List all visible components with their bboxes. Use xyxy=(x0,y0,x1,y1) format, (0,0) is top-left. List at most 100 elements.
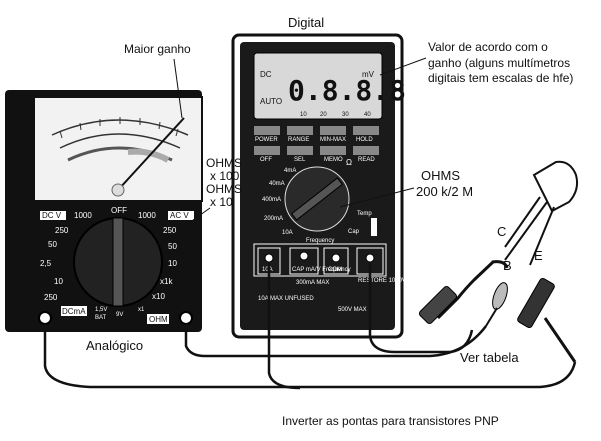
dial-40ma: 40mA xyxy=(269,181,285,187)
wire-analog-plus xyxy=(184,324,487,358)
read-button-label: READ xyxy=(358,157,375,163)
dial-left-5: 250 xyxy=(44,293,58,302)
lcd-dc: DC xyxy=(260,70,272,79)
dial-ohm: Ω xyxy=(346,158,352,167)
dial-cap: Cap xyxy=(348,229,360,235)
dial-right-5: x10 xyxy=(152,292,165,301)
analog-plus-jack[interactable] xyxy=(179,311,193,325)
ohms-analog-line1: OHMS xyxy=(206,156,242,170)
dcv-label: DC V xyxy=(42,211,62,220)
ohms-digital-leader xyxy=(339,187,415,208)
jack-note-500v: 500V MAX xyxy=(338,307,367,313)
power-button[interactable] xyxy=(254,126,280,135)
wire-digital-v xyxy=(368,262,474,354)
dial-temp: Temp xyxy=(357,211,372,217)
ohms-analog-line2: x 100 xyxy=(210,169,240,183)
jack-com[interactable] xyxy=(331,253,341,263)
dial-bottom-2: x1 xyxy=(138,307,145,313)
analog-knob-pointer xyxy=(112,217,124,307)
jack-cap-label: CAP mA/V Frequency xyxy=(292,267,351,273)
analog-minus-jack[interactable] xyxy=(38,311,52,325)
jack-com-label: COM xyxy=(328,267,342,273)
ohms-analog-line3: OHMS xyxy=(206,182,242,196)
jack-10a[interactable] xyxy=(264,253,274,263)
analog-needle xyxy=(117,117,185,191)
sel-button[interactable] xyxy=(287,146,313,155)
dial-right-3: 10 xyxy=(168,259,177,268)
valor-label-line2: ganho (alguns multímetros xyxy=(428,56,570,70)
dial-left-4: 10 xyxy=(54,277,63,286)
transistor xyxy=(504,160,579,266)
jack-note-10a: 10A MAX UNFUSED xyxy=(258,296,314,302)
pin-c-label: C xyxy=(497,224,506,239)
dial-left-2: 50 xyxy=(48,240,57,249)
digital-title: Digital xyxy=(288,15,324,30)
jack-note-restore: RESTORE 1000V DC xyxy=(358,278,417,284)
ohm-label: OHM xyxy=(149,315,168,324)
read-button[interactable] xyxy=(353,146,379,155)
lcd-scale-2: 30 xyxy=(342,112,349,118)
pin-e-label: E xyxy=(534,248,543,263)
digital-multimeter: DC AUTO mV 0.8.8.8 10 20 30 40 POWER RAN… xyxy=(231,33,417,339)
hold-button-label: HOLD xyxy=(356,137,373,143)
valor-leader xyxy=(379,57,427,76)
dial-left-1: 250 xyxy=(55,226,69,235)
dial-400ma: 400mA xyxy=(262,197,281,203)
off-label: OFF xyxy=(111,206,127,215)
fuse-indicator xyxy=(371,218,377,236)
jack-10a-label: 10A xyxy=(262,267,273,273)
dcma-label: DCmA xyxy=(62,307,86,316)
dial-10a: 10A xyxy=(282,230,293,236)
power-button-label: POWER xyxy=(255,137,278,143)
probe-lead-red[interactable] xyxy=(517,277,577,363)
inverter-label: Inverter as pontas para transistores PNP xyxy=(282,414,499,428)
lcd-auto: AUTO xyxy=(260,97,282,106)
valor-label-line1: Valor de acordo com o xyxy=(428,40,548,54)
off-button-label: OFF xyxy=(260,157,272,163)
transistor-body xyxy=(532,160,579,213)
wire-analog-minus xyxy=(43,324,577,389)
analog-multimeter: DC V AC V OFF 1000 250 50 2,5 10 250 100… xyxy=(5,90,203,332)
lcd-unit: mV xyxy=(362,70,375,79)
dial-right-0: 1000 xyxy=(138,211,156,220)
hold-button[interactable] xyxy=(353,126,379,135)
digital-dial-pointer xyxy=(290,177,344,221)
plus-terminal-label: + xyxy=(182,294,190,309)
minus-terminal-label: - xyxy=(42,294,46,309)
ohms-digital-line1: OHMS xyxy=(421,168,460,183)
jack-v-ohm[interactable] xyxy=(365,253,375,263)
dial-left-0: 1000 xyxy=(74,211,92,220)
lcd-display xyxy=(253,52,383,120)
ohms-analog-line4: x 10 xyxy=(210,195,233,209)
jack-note-300ma: 300mA MAX xyxy=(296,280,329,286)
ohms-digital-line2: 200 k/2 M xyxy=(416,184,473,199)
range-button-label: RANGE xyxy=(288,137,309,143)
dial-left-3: 2,5 xyxy=(40,259,52,268)
dial-bottom-1: 9V xyxy=(116,312,123,318)
sel-button-label: SEL xyxy=(294,157,306,163)
min-max-button-label: MIN-MAX xyxy=(320,137,346,143)
lcd-scale-1: 20 xyxy=(320,112,327,118)
wire-digital-com xyxy=(267,262,301,390)
min-max-button[interactable] xyxy=(320,126,346,135)
acv-label: AC V xyxy=(170,211,189,220)
off-button[interactable] xyxy=(254,146,280,155)
dial-200ma: 200mA xyxy=(264,216,283,222)
maior-ganho-leader xyxy=(173,58,183,119)
valor-label-line3: digitais tem escalas de hfe) xyxy=(428,71,573,85)
dial-bottom-0: 1,5V xyxy=(95,307,107,313)
probe-lead-black[interactable] xyxy=(418,260,509,325)
memo-button[interactable] xyxy=(320,146,346,155)
jack-cap-ma-v[interactable] xyxy=(299,251,309,261)
lcd-scale-0: 10 xyxy=(300,112,307,118)
dial-right-4: x1k xyxy=(160,277,173,286)
probe-lead-clip[interactable] xyxy=(485,281,510,327)
maior-ganho-label: Maior ganho xyxy=(124,42,191,56)
analogico-label: Analógico xyxy=(86,338,143,353)
range-button[interactable] xyxy=(287,126,313,135)
needle-pivot xyxy=(111,183,125,197)
lcd-value: 0.8.8.8 xyxy=(288,74,406,107)
ohms-analog-leader xyxy=(157,207,211,246)
bat-label: BAT xyxy=(95,315,107,321)
